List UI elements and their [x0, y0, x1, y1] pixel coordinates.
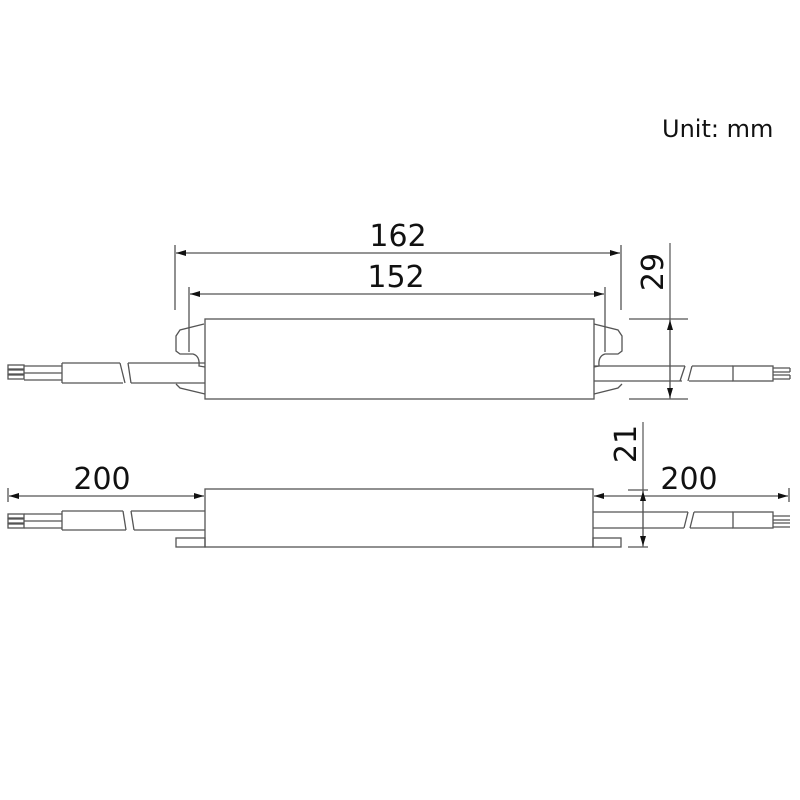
right-ear-top	[593, 323, 623, 368]
left-ear-top	[175, 323, 206, 368]
dim-29-label: 29	[636, 253, 671, 291]
right-flange	[592, 537, 622, 548]
unit-label: Unit: mm	[662, 115, 773, 143]
top-view	[7, 245, 791, 400]
right-ear-bottom	[593, 383, 623, 395]
left-ear-bottom	[175, 383, 206, 395]
dim-152-label: 152	[367, 260, 424, 295]
dim-162-label: 162	[369, 219, 426, 254]
left-flange	[175, 537, 206, 548]
left-wire	[7, 364, 25, 370]
dim-200-right-label: 200	[660, 462, 717, 497]
top-body	[204, 318, 595, 400]
side-body	[204, 488, 594, 548]
top-dimensions	[176, 243, 673, 399]
dim-21-label: 21	[609, 425, 644, 463]
side-dimensions	[9, 422, 788, 547]
dim-200-left-label: 200	[73, 462, 130, 497]
